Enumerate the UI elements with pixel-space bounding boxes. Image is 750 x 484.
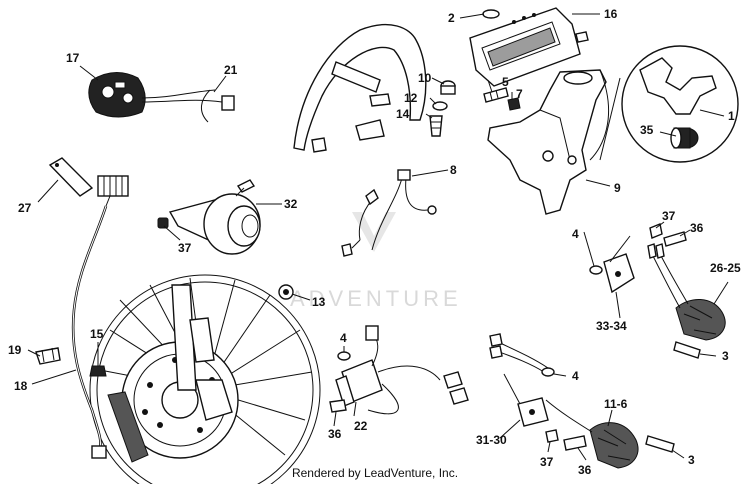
callout-26-25: 26-25 [710,261,741,275]
callout-7: 7 [516,87,523,101]
screw-37-lower [545,429,559,443]
callout-4-regulator: 4 [340,331,347,345]
wire-harness-8 [341,169,437,257]
nut-7 [507,97,521,111]
watermark: ADVENTURE [290,212,462,311]
screw-37-upper [649,223,663,239]
bolt-5 [483,87,509,103]
callout-4-upper: 4 [572,227,579,241]
cap-2 [482,9,500,19]
callout-5: 5 [502,75,509,89]
callout-12: 12 [404,91,418,105]
speedo-cable-18 [71,175,129,459]
nut-4-upper [589,265,603,275]
callout-35: 35 [640,123,654,137]
handlebar-switch-17 [88,72,235,123]
callout-13: 13 [312,295,326,309]
bracket-9 [487,69,609,215]
clip-13 [278,284,294,300]
callout-1: 1 [728,109,735,123]
bolt-3-lower [645,435,675,453]
callout-36-upper: 36 [690,221,704,235]
callout-15: 15 [90,327,104,341]
nut-4-lower [541,367,555,377]
callout-18: 18 [14,379,28,393]
callout-17: 17 [66,51,80,65]
callout-11-6: 11-6 [604,397,628,411]
watermark-text: ADVENTURE [290,286,462,311]
callout-37-horn: 37 [178,241,192,255]
instrument-cluster-16 [469,7,589,87]
washer-12 [432,101,448,111]
nut-4-regulator [337,351,351,361]
callout-36-regulator: 36 [328,427,342,441]
detail-circle [599,45,739,163]
grip-35 [670,127,699,149]
callout-27: 27 [18,201,32,215]
bolt-36-lower [563,435,587,451]
leader-lines [27,13,729,461]
switch-26-25 [647,243,726,341]
callout-8: 8 [450,163,457,177]
tie-strap-27 [48,157,94,197]
callout-21: 21 [224,63,238,77]
bolt-14 [429,115,443,137]
horn-32 [157,179,261,255]
footer-credit: Rendered by LeadVenture, Inc. [291,466,459,480]
callout-4-lower: 4 [572,369,579,383]
front-number-plate [293,23,427,153]
callout-37-lower: 37 [540,455,554,469]
callout-2: 2 [448,11,455,25]
callout-32: 32 [284,197,298,211]
connector-wires [489,333,549,373]
bolt-36-regulator [329,399,347,413]
callout-31-30: 31-30 [476,433,507,447]
callout-19: 19 [8,343,22,357]
callout-37-upper: 37 [662,209,676,223]
callout-33-34: 33-34 [596,319,627,333]
regulator-22 [335,325,469,415]
callouts: 2 16 10 5 7 12 14 1 35 9 8 17 21 27 32 3… [8,7,741,477]
cable-clamp-19 [35,347,61,365]
bracket-31-30 [503,373,549,427]
callout-9: 9 [614,181,621,195]
callout-36-lower: 36 [578,463,592,477]
bracket-33-34 [603,235,635,294]
callout-3-upper: 3 [722,349,729,363]
callout-14: 14 [396,107,410,121]
callout-3-lower: 3 [688,453,695,467]
callout-10: 10 [418,71,432,85]
front-wheel [89,274,321,484]
spacer-10 [440,80,456,95]
grommet-15 [89,365,107,377]
callout-22: 22 [354,419,368,433]
switch-11-6 [545,399,639,469]
callout-16: 16 [604,7,618,21]
bolt-3-upper [673,341,701,359]
